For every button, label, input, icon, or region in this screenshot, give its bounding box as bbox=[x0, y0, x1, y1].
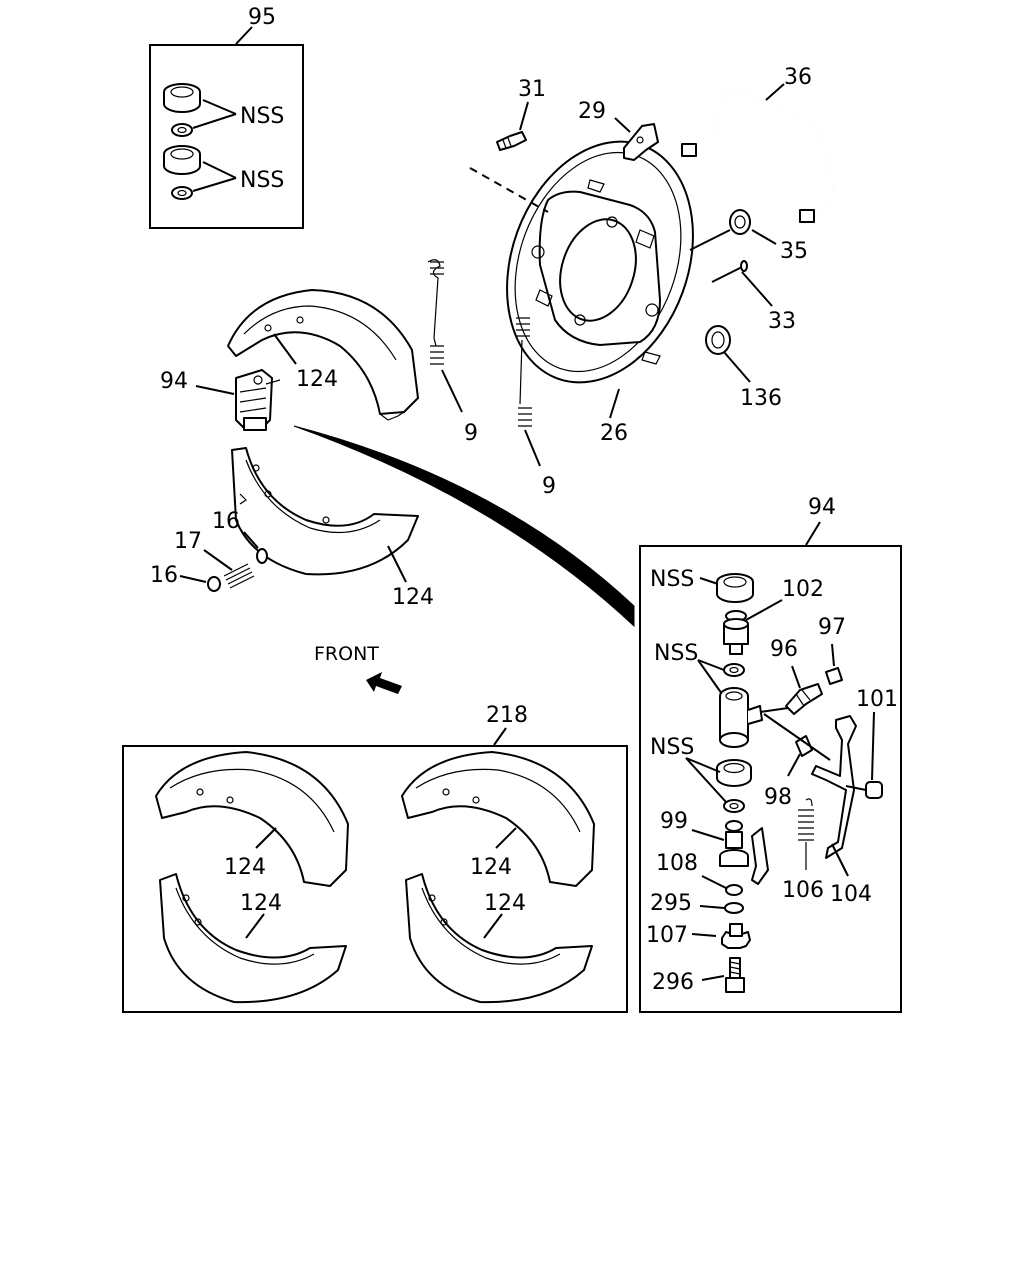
callout-35: 35 bbox=[780, 239, 808, 264]
bracket-part bbox=[623, 123, 659, 161]
wheel-cylinder-part bbox=[235, 369, 281, 431]
callout-nss: NSS bbox=[240, 104, 284, 129]
backing-plate-part bbox=[506, 140, 694, 384]
brake-shoe-part bbox=[227, 289, 419, 421]
star-wheel-part bbox=[721, 923, 751, 949]
grommet-part bbox=[729, 209, 751, 235]
clip-part bbox=[763, 713, 831, 761]
brake-shoe-part bbox=[401, 751, 595, 887]
bleeder-valve-part bbox=[785, 683, 823, 715]
brake-pipe-part bbox=[681, 89, 835, 223]
callout-99: 99 bbox=[660, 809, 688, 834]
callout-295: 295 bbox=[650, 891, 692, 916]
callout-218: 218 bbox=[486, 703, 528, 728]
screw-part bbox=[725, 957, 745, 993]
callout-96: 96 bbox=[770, 637, 798, 662]
adjuster-94-detail-box bbox=[639, 521, 902, 1013]
bleeder-cap-part bbox=[825, 667, 843, 685]
cylinder-body-part bbox=[719, 687, 763, 748]
callout-26: 26 bbox=[600, 421, 628, 446]
front-label: FRONT bbox=[314, 643, 379, 665]
callout-108: 108 bbox=[656, 851, 698, 876]
callout-124: 124 bbox=[484, 891, 526, 916]
callout-33: 33 bbox=[768, 309, 796, 334]
callout-17: 17 bbox=[174, 529, 202, 554]
callout-nss: NSS bbox=[654, 641, 698, 666]
lever-part bbox=[811, 715, 857, 859]
callout-nss: NSS bbox=[650, 567, 694, 592]
callout-9: 9 bbox=[542, 474, 556, 499]
bolt-part bbox=[845, 781, 883, 799]
cup-part bbox=[163, 83, 201, 200]
return-spring-part bbox=[516, 317, 532, 427]
brake-shoe-part bbox=[159, 873, 347, 1004]
callout-296: 296 bbox=[652, 970, 694, 995]
callout-31: 31 bbox=[518, 77, 546, 102]
brake-shoe-part bbox=[405, 873, 593, 1004]
callout-104: 104 bbox=[830, 882, 872, 907]
return-spring-part bbox=[427, 259, 444, 365]
callout-nss: NSS bbox=[240, 168, 284, 193]
front-arrow-icon bbox=[366, 672, 402, 694]
callout-101: 101 bbox=[856, 687, 898, 712]
callout-95: 95 bbox=[248, 5, 276, 30]
callout-124: 124 bbox=[296, 367, 338, 392]
callout-94: 94 bbox=[160, 369, 188, 394]
callout-nss: NSS bbox=[650, 735, 694, 760]
callout-107: 107 bbox=[646, 923, 688, 948]
brake-shoe-part bbox=[231, 447, 419, 576]
adjuster-screw-part bbox=[719, 820, 769, 885]
callout-136: 136 bbox=[740, 386, 782, 411]
callout-94: 94 bbox=[808, 495, 836, 520]
shoe-kit-218-box bbox=[122, 727, 628, 1013]
plug-part bbox=[705, 325, 731, 355]
brake-shoe-part bbox=[155, 751, 349, 887]
dust-cap-part bbox=[716, 573, 754, 603]
pin-part bbox=[711, 260, 748, 283]
callout-98: 98 bbox=[764, 785, 792, 810]
callout-16: 16 bbox=[212, 509, 240, 534]
callout-36: 36 bbox=[784, 65, 812, 90]
callout-29: 29 bbox=[578, 99, 606, 124]
callout-106: 106 bbox=[782, 878, 824, 903]
callout-102: 102 bbox=[782, 577, 824, 602]
spring-part bbox=[798, 798, 814, 870]
callout-124: 124 bbox=[470, 855, 512, 880]
detail-leader-line bbox=[293, 425, 635, 628]
callout-124: 124 bbox=[392, 585, 434, 610]
callout-97: 97 bbox=[818, 615, 846, 640]
callout-124: 124 bbox=[224, 855, 266, 880]
piston-part bbox=[723, 610, 749, 655]
bleeder-screw-part bbox=[496, 131, 527, 151]
callout-9: 9 bbox=[464, 421, 478, 446]
dust-cap-part bbox=[716, 759, 752, 787]
spring-washer-part bbox=[207, 548, 268, 592]
kit-95-box bbox=[149, 26, 304, 229]
callout-124: 124 bbox=[240, 891, 282, 916]
callout-16: 16 bbox=[150, 563, 178, 588]
